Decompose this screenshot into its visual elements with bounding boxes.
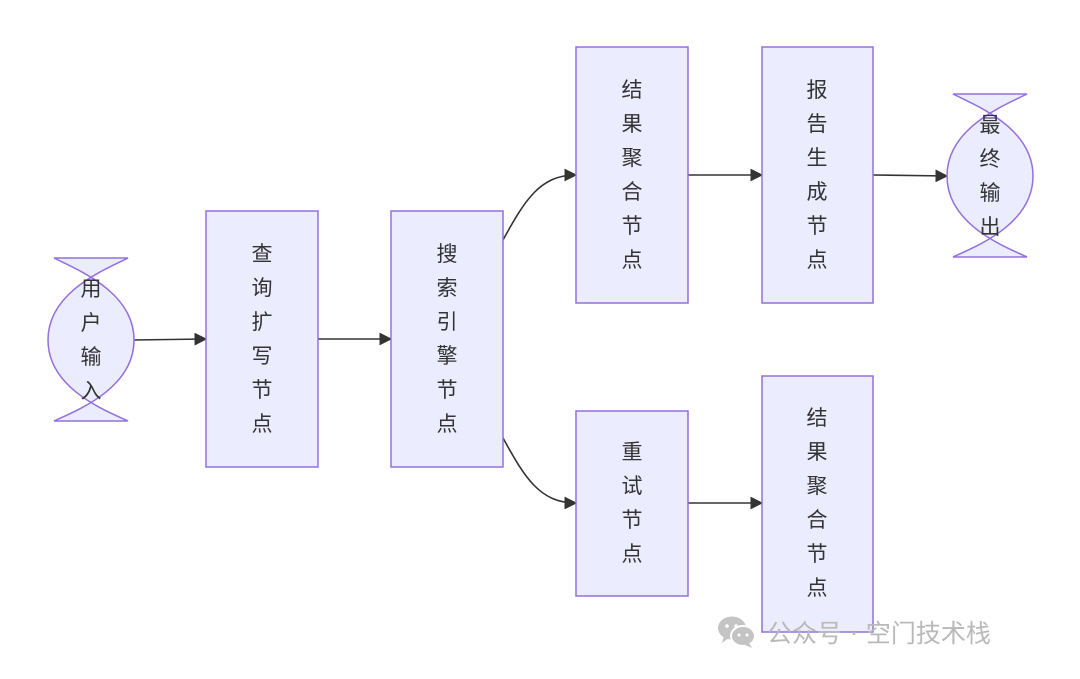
node-result-aggregation-1: 结果聚合节点 <box>575 46 689 304</box>
wechat-icon <box>718 616 756 648</box>
node-report-generation-label: 报告生成节点 <box>807 78 828 272</box>
watermark: 公众号 · 空门技术栈 <box>717 614 991 650</box>
node-user-input-label: 用户输入 <box>81 277 102 403</box>
node-report-generation-shape <box>761 46 874 304</box>
node-search-engine-shape <box>390 210 504 468</box>
edges <box>132 168 949 510</box>
node-retry: 重试节点 <box>575 410 689 597</box>
node-final-output-label: 最终输出 <box>980 113 1001 239</box>
node-query-expansion-shape <box>205 210 319 468</box>
node-final-output-shape <box>946 93 1034 258</box>
node-result-aggregation-2-label: 结果聚合节点 <box>807 406 828 600</box>
edge-report-generation-to-final-output <box>872 169 949 183</box>
node-query-expansion-label: 查询扩写节点 <box>252 242 273 436</box>
node-result-aggregation-2: 结果聚合节点 <box>761 375 874 633</box>
node-search-engine-label: 搜索引擎节点 <box>437 242 458 436</box>
node-retry-shape <box>575 410 689 597</box>
node-search-engine: 搜索引擎节点 <box>390 210 504 468</box>
node-result-aggregation-1-label: 结果聚合节点 <box>622 78 643 272</box>
edge-search-engine-to-result-aggregation-1 <box>502 168 578 241</box>
node-query-expansion: 查询扩写节点 <box>205 210 319 468</box>
node-user-input-shape <box>47 257 135 422</box>
node-retry-label: 重试节点 <box>622 440 643 566</box>
node-user-input: 用户输入 <box>47 257 135 422</box>
edge-search-engine-to-retry <box>502 437 578 510</box>
node-final-output: 最终输出 <box>946 93 1034 258</box>
edge-user-input-to-query-expansion <box>132 332 208 346</box>
node-result-aggregation-1-shape <box>575 46 689 304</box>
node-report-generation: 报告生成节点 <box>761 46 874 304</box>
node-result-aggregation-2-shape <box>761 375 874 633</box>
watermark-text: 公众号 · 空门技术栈 <box>767 619 991 648</box>
